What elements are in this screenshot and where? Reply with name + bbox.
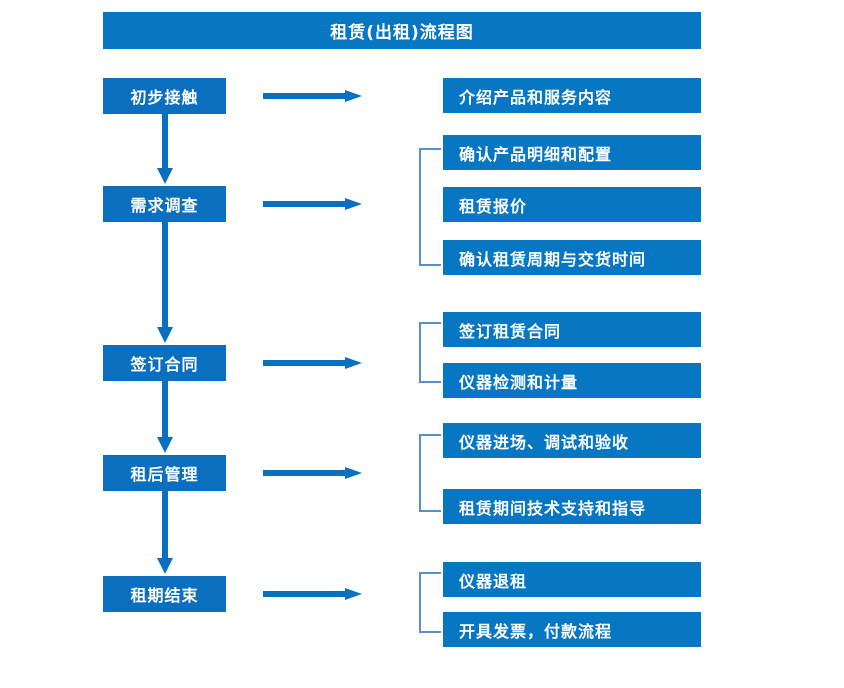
horizontal-arrow-3 (263, 356, 363, 370)
group-bracket-5 (418, 572, 442, 633)
stage-box-4[interactable]: 租后管理 (103, 455, 226, 491)
group-bracket-4 (418, 434, 442, 512)
detail-box-2[interactable]: 确认产品明细和配置 (443, 135, 701, 170)
detail-box-5[interactable]: 签订租赁合同 (443, 312, 701, 347)
stage-box-2[interactable]: 需求调查 (103, 186, 226, 222)
detail-box-1[interactable]: 介绍产品和服务内容 (443, 78, 701, 113)
horizontal-arrow-5 (263, 587, 363, 601)
vertical-arrow-3-to-4 (156, 381, 174, 455)
vertical-arrow-2-to-3 (156, 222, 174, 345)
flowchart-title: 租赁(出租)流程图 (103, 12, 701, 49)
horizontal-arrow-1 (263, 89, 363, 103)
horizontal-arrow-4 (263, 466, 363, 480)
detail-box-8[interactable]: 租赁期间技术支持和指导 (443, 489, 701, 524)
detail-box-7[interactable]: 仪器进场、调试和验收 (443, 423, 701, 458)
vertical-arrow-1-to-2 (156, 114, 174, 186)
detail-box-10[interactable]: 开具发票，付款流程 (443, 612, 701, 647)
detail-box-6[interactable]: 仪器检测和计量 (443, 363, 701, 398)
group-bracket-2 (418, 148, 442, 266)
detail-box-3[interactable]: 租赁报价 (443, 187, 701, 222)
detail-box-4[interactable]: 确认租赁周期与交货时间 (443, 240, 701, 275)
detail-box-9[interactable]: 仪器退租 (443, 562, 701, 597)
stage-box-5[interactable]: 租期结束 (103, 576, 226, 612)
stage-box-1[interactable]: 初步接触 (103, 78, 226, 114)
stage-box-3[interactable]: 签订合同 (103, 345, 226, 381)
group-bracket-3 (418, 322, 442, 383)
vertical-arrow-4-to-5 (156, 491, 174, 576)
horizontal-arrow-2 (263, 197, 363, 211)
